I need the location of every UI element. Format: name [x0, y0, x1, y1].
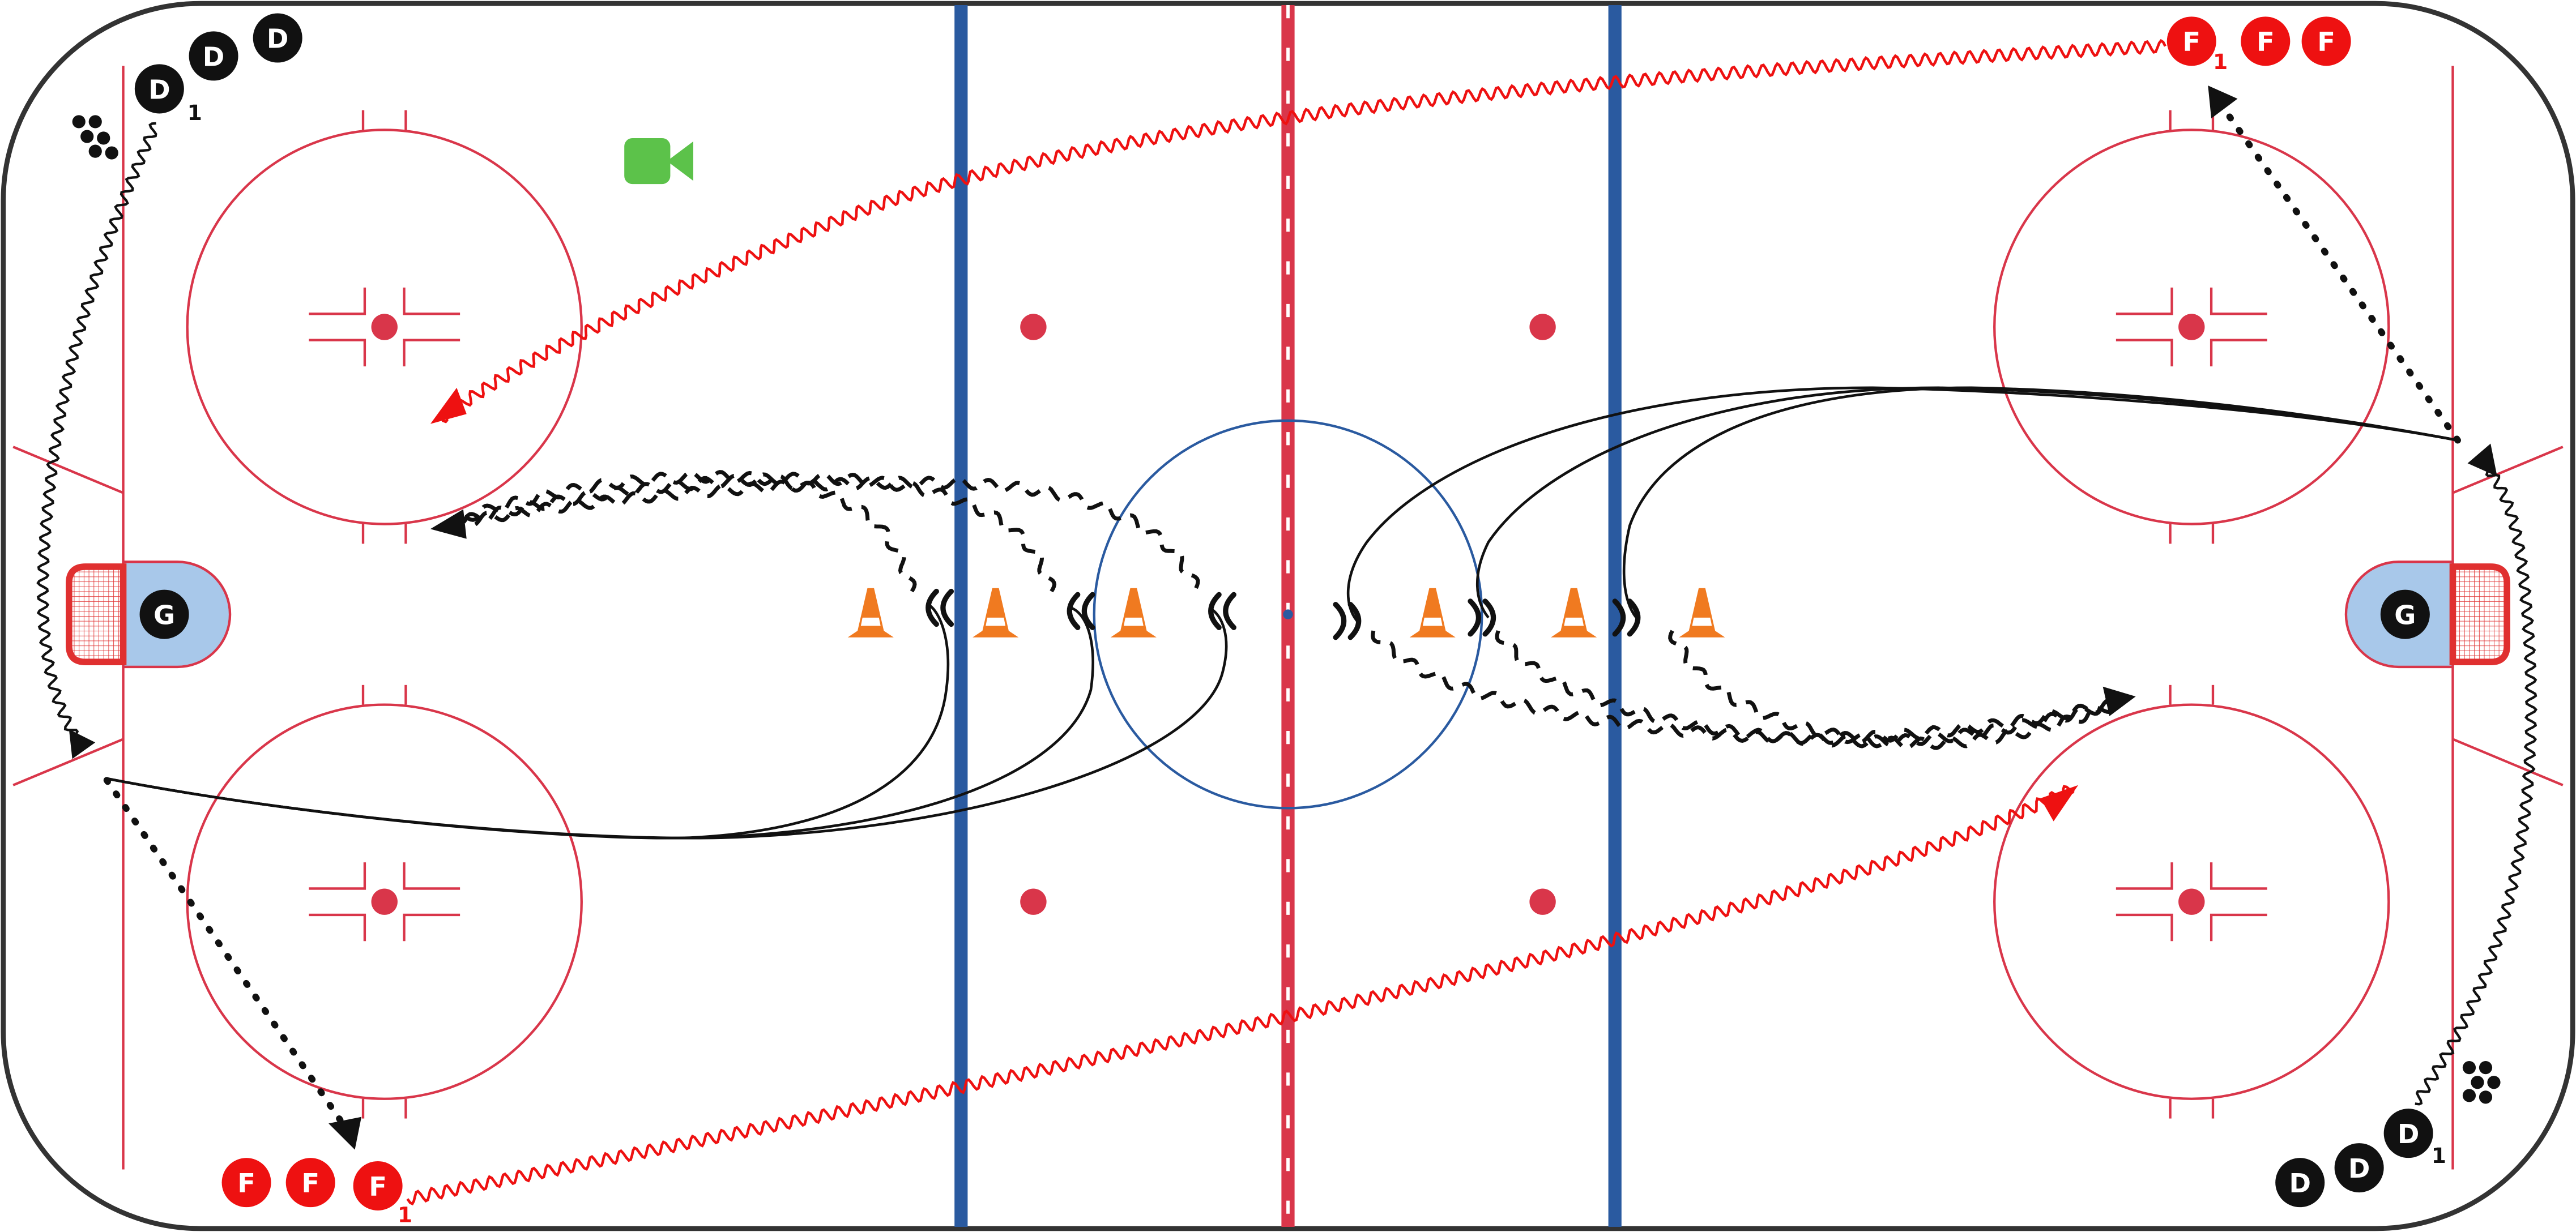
player-subscript: 1 — [187, 100, 202, 125]
defense-player[interactable]: D — [2334, 1143, 2384, 1193]
player-subscript: 1 — [2213, 49, 2228, 74]
blue-line-left — [954, 5, 968, 1227]
cone-icon — [973, 588, 1019, 638]
stop-mark — [1208, 592, 1236, 630]
player-subscript: 1 — [398, 1202, 412, 1227]
defense-skate-path — [2415, 454, 2538, 1106]
neutral-dot — [1529, 314, 1556, 340]
carry-path — [1495, 630, 2121, 748]
trapezoid-right-bottom — [2452, 738, 2564, 786]
arrow-head — [2208, 85, 2238, 119]
faceoff-dot — [371, 314, 398, 340]
forward-player[interactable]: F — [221, 1158, 271, 1208]
faceoff-dot — [2178, 888, 2205, 915]
arrow-head — [329, 1116, 362, 1150]
defense-player[interactable]: D — [253, 13, 302, 63]
player-label: D — [267, 23, 289, 54]
defense-player[interactable]: D — [2275, 1158, 2325, 1208]
pass-curve — [1475, 386, 2458, 619]
carry-path — [444, 476, 1200, 589]
center-dot — [1283, 609, 1293, 619]
player-label: D — [203, 41, 225, 72]
player-label: F — [2182, 27, 2200, 57]
forward-player[interactable]: F — [285, 1158, 335, 1208]
player-label: F — [237, 1168, 255, 1199]
player-label: F — [369, 1171, 387, 1202]
player-label: D — [2398, 1119, 2420, 1149]
cones — [847, 588, 1725, 638]
pass-line — [103, 777, 355, 1140]
faceoff-circle — [1993, 110, 2390, 544]
arrow-head — [2040, 785, 2079, 822]
stop-mark — [1067, 592, 1095, 630]
drill-paths — [36, 38, 2538, 1206]
net-left — [66, 563, 127, 666]
trapezoid-left-top — [12, 446, 124, 494]
defense-player[interactable]: D — [189, 31, 238, 81]
player-label: F — [2257, 27, 2275, 57]
forward-player[interactable]: F — [2166, 16, 2216, 66]
cone-icon — [1679, 588, 1725, 638]
player-label: D — [148, 74, 170, 105]
defense-player[interactable]: D — [2383, 1109, 2433, 1158]
player-label: D — [2289, 1168, 2311, 1199]
carry-path — [1668, 630, 2119, 751]
forward-player[interactable]: F — [2241, 16, 2291, 66]
faceoff-circles — [186, 110, 2390, 1119]
goalie-label: G — [153, 600, 175, 631]
defense-skate-path — [36, 122, 157, 745]
pass-curve — [1346, 386, 2458, 622]
player-label: F — [2317, 27, 2335, 57]
trapezoid-left-bottom — [12, 738, 124, 786]
defense-player[interactable]: D — [134, 64, 184, 114]
video-camera-icon[interactable] — [624, 138, 694, 185]
arrow-head — [69, 729, 96, 759]
pass-curve — [1622, 386, 2458, 619]
cone-icon — [847, 588, 894, 638]
faceoff-circle — [186, 110, 583, 544]
forward-player[interactable]: F — [2301, 16, 2351, 66]
stop-mark — [1468, 598, 1496, 637]
forward-player[interactable]: F — [353, 1161, 403, 1210]
forward-skate-path — [441, 38, 2166, 424]
stop-mark — [1333, 602, 1362, 640]
arrow-head — [430, 387, 467, 424]
stop-mark — [1612, 598, 1641, 637]
carry-path — [442, 472, 1057, 593]
player-subscript: 1 — [2432, 1143, 2446, 1168]
faceoff-circle — [1993, 685, 2390, 1119]
player-label: F — [301, 1168, 319, 1199]
stop-mark — [926, 588, 954, 627]
neutral-dot — [1020, 888, 1047, 915]
goalie-right[interactable]: G — [2380, 589, 2430, 639]
cone-icon — [1110, 588, 1157, 638]
pass-line — [2211, 92, 2461, 444]
blue-line-right — [1608, 5, 1622, 1227]
puck-pile-icon — [72, 115, 118, 160]
trapezoid-right-top — [2452, 446, 2564, 494]
forward-skate-path — [406, 785, 2075, 1206]
cone-icon — [1409, 588, 1456, 638]
net-right — [2449, 563, 2510, 666]
arrow-head — [430, 509, 467, 539]
arrow-head — [2467, 443, 2497, 477]
faceoff-dot — [2178, 314, 2205, 340]
player-label: D — [2348, 1153, 2370, 1184]
goalie-label: G — [2394, 600, 2416, 631]
neutral-dot — [1020, 314, 1047, 340]
cone-icon — [1551, 588, 1597, 638]
goalie-left[interactable]: G — [139, 589, 189, 639]
puck-pile-icon — [2462, 1061, 2501, 1104]
neutral-dot — [1529, 888, 1556, 915]
faceoff-dot — [371, 888, 398, 915]
center-circle — [1093, 419, 1483, 810]
carry-path — [1371, 630, 2121, 746]
pass-curve — [106, 606, 1228, 840]
